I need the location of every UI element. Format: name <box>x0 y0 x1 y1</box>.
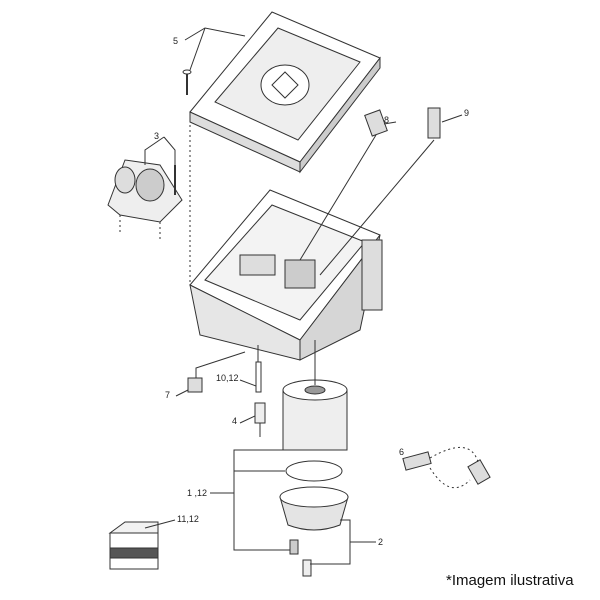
label-part-7: 7 <box>165 390 171 400</box>
sleeve-part-4 <box>239 402 266 437</box>
label-part-2: 2 <box>378 537 384 547</box>
lid-cover <box>189 11 381 174</box>
label-part-4: 4 <box>232 416 238 426</box>
pin-part-10-12 <box>239 361 262 393</box>
label-part-11-12: 11,12 <box>177 514 199 524</box>
housing-box <box>189 189 383 380</box>
kit-box-part-11-12 <box>108 519 176 570</box>
label-part-3: 3 <box>154 131 160 141</box>
cable-part-6 <box>402 446 491 489</box>
sensor-part-9 <box>319 107 463 276</box>
valve-part-3 <box>107 136 183 240</box>
label-part-8: 8 <box>384 115 390 125</box>
label-part-10-12: 10,12 <box>216 373 239 383</box>
filter-cartridge <box>282 340 348 451</box>
label-part-1-12: 1 ,12 <box>187 488 208 498</box>
screw-part-5 <box>182 27 246 95</box>
label-part-6: 6 <box>399 447 405 457</box>
label-part-5: 5 <box>173 36 179 46</box>
label-part-9: 9 <box>464 108 470 118</box>
plug-part-7 <box>175 351 246 397</box>
filter-bowl <box>279 486 349 577</box>
bracket-part-1-12 <box>233 449 290 551</box>
sensor-part-8 <box>299 109 397 261</box>
o-ring <box>285 460 343 482</box>
illustrative-image-note: *Imagem ilustrativa <box>446 572 574 589</box>
